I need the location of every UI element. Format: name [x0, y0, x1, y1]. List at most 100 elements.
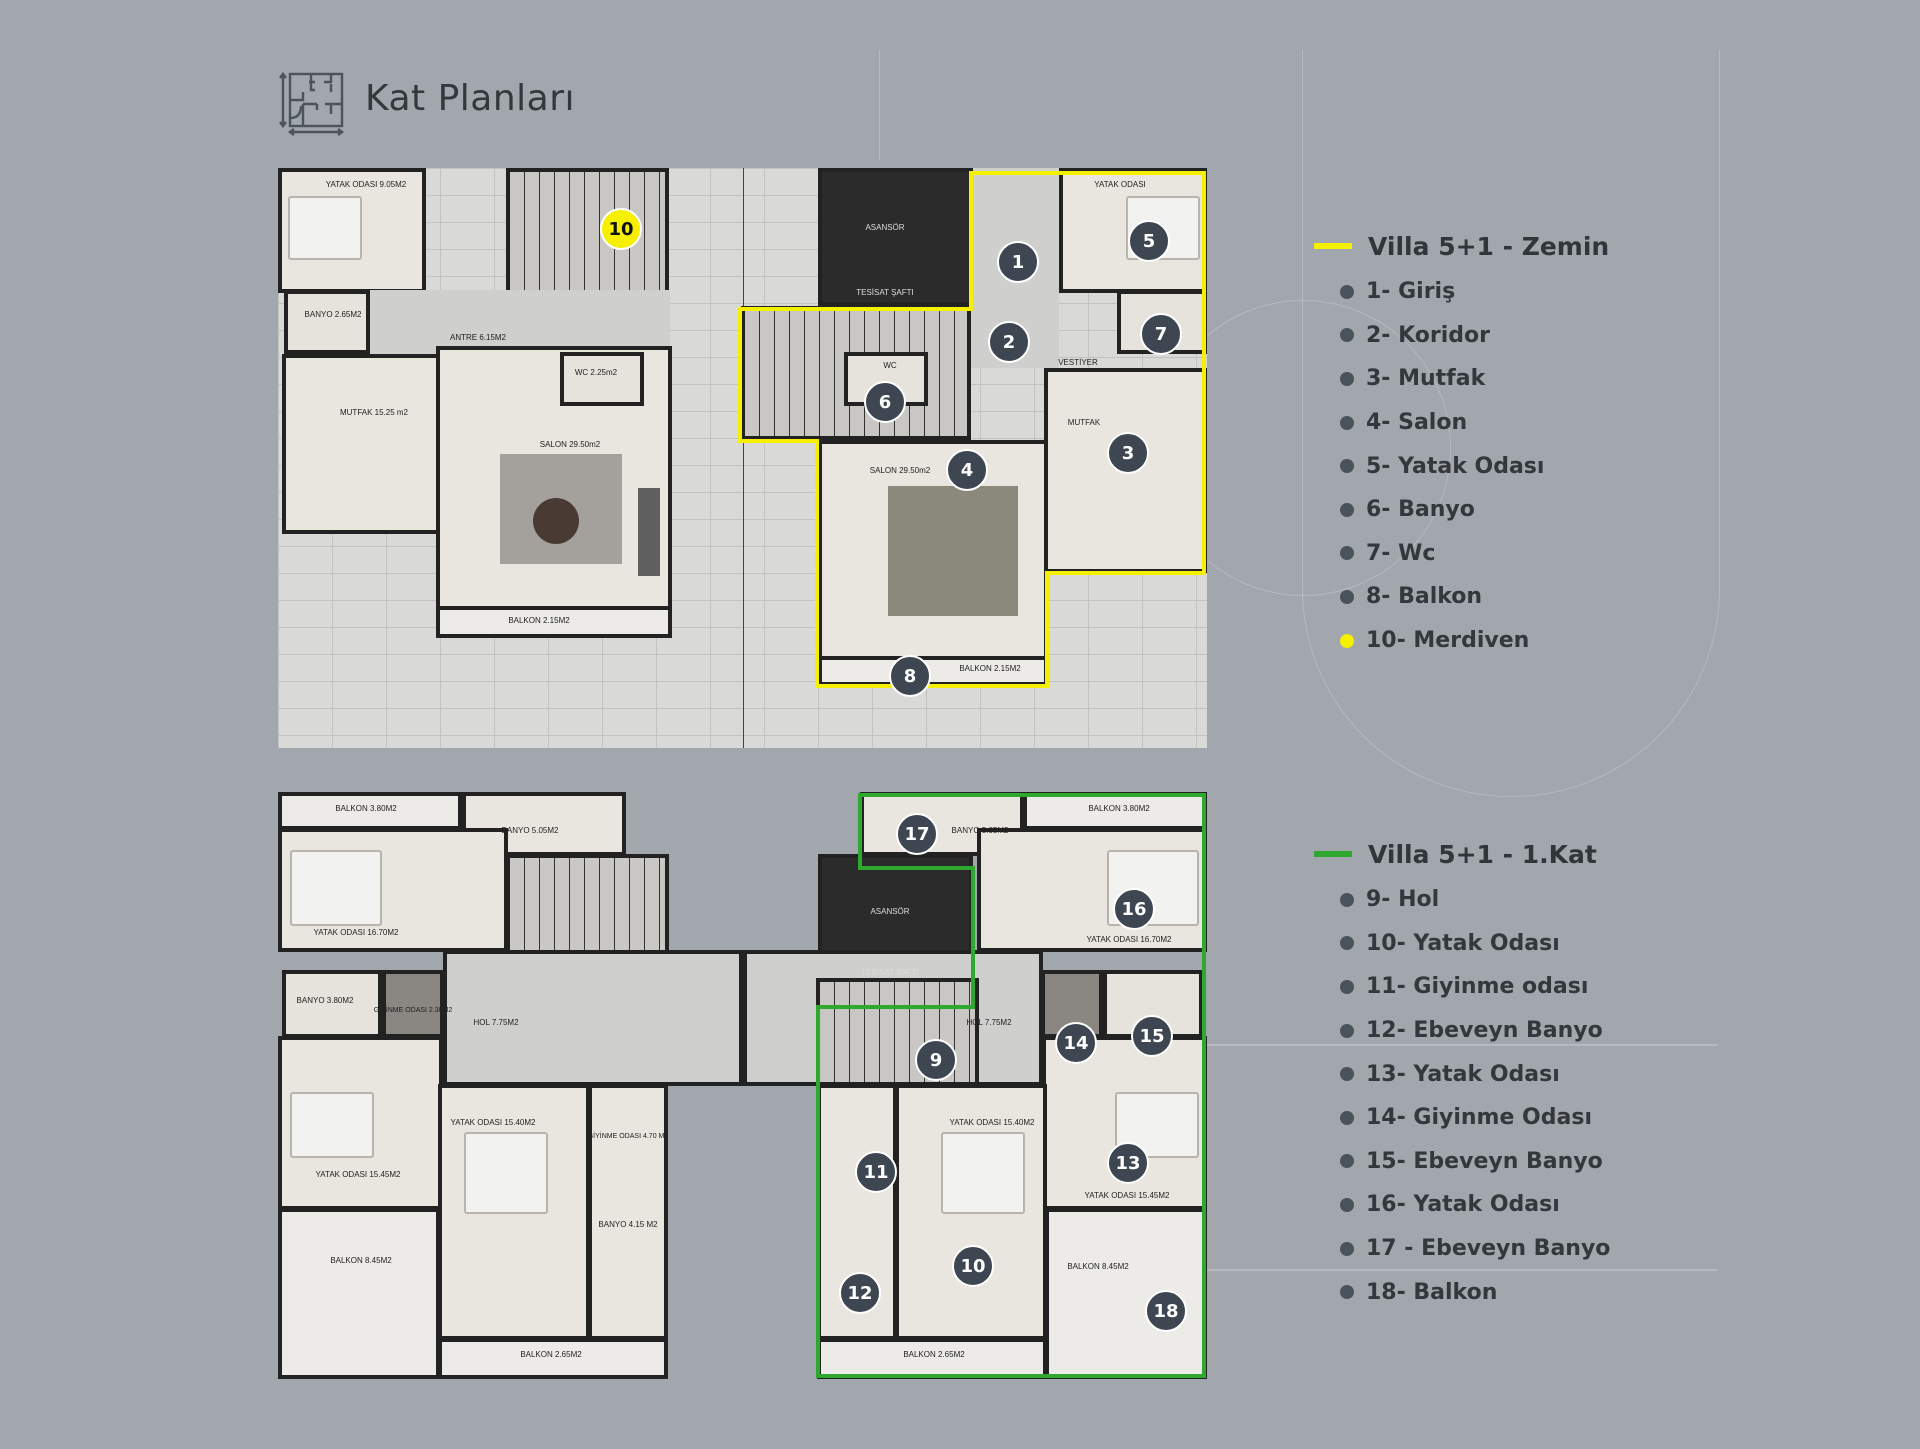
legend-item-label: 6- Banyo: [1366, 497, 1475, 523]
room-marker-6[interactable]: 6: [864, 381, 906, 423]
room-balcony-bottom-right: [1045, 1208, 1207, 1379]
legend-item[interactable]: 5- Yatak Odası: [1314, 444, 1609, 488]
bullet-icon: [1340, 589, 1354, 604]
room-dressing-mid-left: [382, 970, 444, 1038]
room-label: ANTRE 6.15M2: [449, 333, 507, 342]
room-antre-left: [370, 290, 670, 356]
room-marker-11[interactable]: 11: [855, 1151, 897, 1193]
legend-item[interactable]: 4- Salon: [1314, 401, 1609, 445]
room-label: BALKON 2.65M2: [903, 1350, 965, 1359]
room-label: BALKON 8.45M2: [330, 1256, 392, 1265]
room-label: YATAK ODASI 15.40M2: [450, 1118, 536, 1127]
room-label: BANYO 5.05M2: [501, 826, 559, 835]
room-dressing-bath-center-left: [588, 1084, 668, 1340]
legend-item-label: 2- Koridor: [1366, 322, 1490, 348]
legend-header[interactable]: Villa 5+1 - Zemin: [1314, 228, 1609, 264]
legend-item[interactable]: 10- Merdiven: [1314, 619, 1609, 663]
room-label: HOL 7.75M2: [966, 1018, 1012, 1027]
bullet-icon: [1340, 1067, 1354, 1082]
room-marker-4[interactable]: 4: [946, 449, 988, 491]
room-label: SALON 29.50m2: [869, 466, 931, 475]
room-label: BALKON 3.80M2: [1088, 804, 1150, 813]
legend-kat1: Villa 5+1 - 1.Kat 9- Hol 10- Yatak Odası…: [1314, 836, 1610, 1314]
room-balcony-top-left: [278, 792, 462, 830]
bed: [290, 1092, 374, 1158]
legend-item[interactable]: 16- Yatak Odası: [1314, 1183, 1610, 1227]
legend-header[interactable]: Villa 5+1 - 1.Kat: [1314, 836, 1610, 872]
bullet-icon: [1340, 892, 1354, 907]
first-floor-plan[interactable]: BALKON 3.80M2 BANYO 5.05M2 YATAK ODASI 1…: [278, 792, 1207, 1379]
room-marker-16[interactable]: 16: [1113, 888, 1155, 930]
room-marker-1[interactable]: 1: [997, 241, 1039, 283]
room-marker-3[interactable]: 3: [1107, 432, 1149, 474]
room-marker-8[interactable]: 8: [889, 655, 931, 697]
room-label: YATAK ODASI: [1094, 180, 1146, 189]
bullet-icon: [1340, 1197, 1354, 1212]
room-marker-5[interactable]: 5: [1128, 220, 1170, 262]
legend-item-label: 8- Balkon: [1366, 584, 1483, 610]
room-marker-7[interactable]: 7: [1140, 313, 1182, 355]
legend-item[interactable]: 14- Giyinme Odası: [1314, 1096, 1610, 1140]
room-label: WC 2.25m2: [574, 368, 618, 377]
room-label: VESTİYER: [1058, 358, 1098, 367]
legend-item[interactable]: 17 - Ebeveyn Banyo: [1314, 1227, 1610, 1271]
bullet-icon: [1340, 328, 1354, 343]
bullet-icon: [1340, 502, 1354, 517]
ground-floor-plan[interactable]: YATAK ODASI 9.05M2 BANYO 2.65M2 ANTRE 6.…: [278, 168, 1207, 748]
room-label: GİYİNME ODASI 2.30M2: [373, 1007, 453, 1014]
legend-item-label: 7- Wc: [1366, 540, 1436, 566]
elevator: [818, 168, 973, 306]
room-bathroom-mid-left: [282, 970, 382, 1038]
bullet-icon: [1340, 1154, 1354, 1169]
room-marker-18[interactable]: 18: [1145, 1290, 1187, 1332]
bullet-icon: [1340, 1241, 1354, 1256]
room-marker-10[interactable]: 10: [952, 1245, 994, 1287]
room-label: YATAK ODASI 15.45M2: [1084, 1191, 1170, 1200]
legend-item-label: 9- Hol: [1366, 887, 1440, 913]
legend-item[interactable]: 9- Hol: [1314, 878, 1610, 922]
room-label: GİYİNME ODASI 4.70 M2: [587, 1133, 669, 1140]
room-marker-14[interactable]: 14: [1055, 1022, 1097, 1064]
legend-item[interactable]: 6- Banyo: [1314, 488, 1609, 532]
legend-item[interactable]: 18- Balkon: [1314, 1270, 1610, 1314]
bullet-icon: [1340, 1110, 1354, 1125]
room-label: BANYO 4.15 M2: [598, 1220, 658, 1229]
room-label: YATAK ODASI 16.70M2: [313, 928, 399, 937]
legend-item[interactable]: 13- Yatak Odası: [1314, 1052, 1610, 1096]
legend-swatch-green: [1314, 851, 1352, 857]
legend-item-label: 10- Merdiven: [1366, 628, 1530, 654]
decor-line: [1206, 1044, 1718, 1046]
room-marker-12[interactable]: 12: [839, 1272, 881, 1314]
bed: [290, 850, 382, 926]
room-label: WC: [883, 361, 897, 370]
legend-item[interactable]: 12- Ebeveyn Banyo: [1314, 1009, 1610, 1053]
room-label: BANYO 5.05M2: [951, 826, 1009, 835]
legend-item[interactable]: 1- Giriş: [1314, 270, 1609, 314]
room-label: TESİSAT ŞAFTI: [861, 968, 919, 977]
room-label: BANYO 2.65M2: [304, 310, 362, 319]
legend-zemin: Villa 5+1 - Zemin 1- Giriş 2- Koridor 3-…: [1314, 228, 1609, 662]
legend-item-label: 18- Balkon: [1366, 1279, 1498, 1305]
legend-item[interactable]: 3- Mutfak: [1314, 357, 1609, 401]
bullet-icon: [1340, 459, 1354, 474]
legend-item[interactable]: 7- Wc: [1314, 532, 1609, 576]
legend-item[interactable]: 10- Yatak Odası: [1314, 922, 1610, 966]
bullet-icon: [1340, 979, 1354, 994]
room-marker-15[interactable]: 15: [1131, 1015, 1173, 1057]
legend-item-label: 5- Yatak Odası: [1366, 453, 1545, 479]
legend-item[interactable]: 8- Balkon: [1314, 575, 1609, 619]
room-label: MUTFAK 15.25 m2: [339, 408, 409, 417]
legend-item[interactable]: 11- Giyinme odası: [1314, 965, 1610, 1009]
room-marker-2[interactable]: 2: [988, 321, 1030, 363]
room-marker-17[interactable]: 17: [896, 813, 938, 855]
room-marker-13[interactable]: 13: [1107, 1142, 1149, 1184]
bullet-icon: [1340, 936, 1354, 951]
room-label: ASANSÖR: [870, 907, 910, 916]
center-divider: [743, 168, 744, 748]
room-marker-10[interactable]: 10: [600, 208, 642, 250]
room-marker-9[interactable]: 9: [915, 1039, 957, 1081]
room-balcony-bottom-left: [278, 1208, 440, 1379]
legend-item[interactable]: 15- Ebeveyn Banyo: [1314, 1140, 1610, 1184]
legend-item[interactable]: 2- Koridor: [1314, 314, 1609, 358]
room-label: BANYO 3.80M2: [296, 996, 354, 1005]
